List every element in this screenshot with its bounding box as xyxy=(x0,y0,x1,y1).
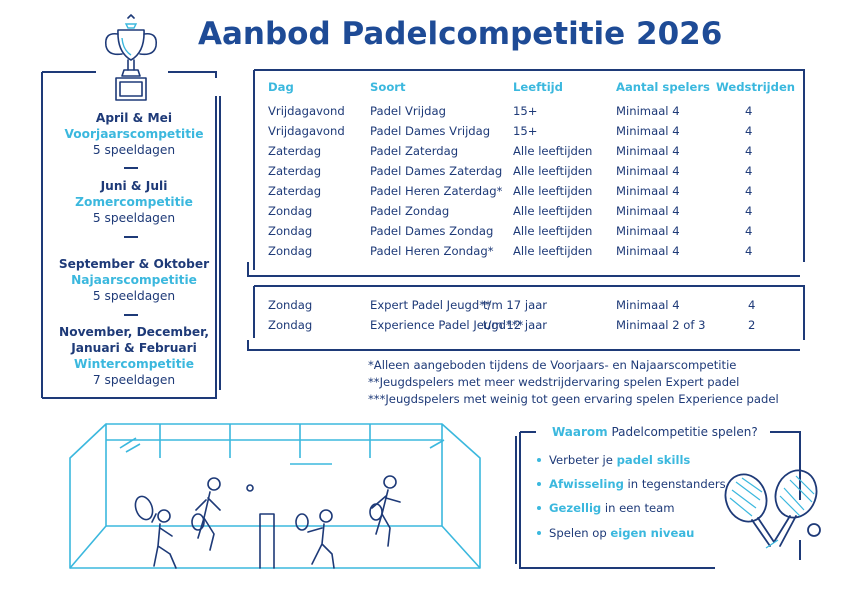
trophy-icon xyxy=(104,14,158,101)
table-cell: Minimaal 4 xyxy=(616,144,680,158)
season-autumn: September & Oktober Najaarscompetitie 5 … xyxy=(48,256,220,304)
why-item: Gezellig in een team xyxy=(537,501,675,515)
table-cell: Zondag xyxy=(268,204,313,218)
season-period: April & Mei xyxy=(95,111,173,125)
table-cell: Alle leeftijden xyxy=(513,164,593,178)
season-days: 5 speeldagen xyxy=(92,143,176,157)
youth-table-cell: 4 xyxy=(748,298,756,312)
bullet-icon xyxy=(537,530,541,535)
table-cell: Padel Heren Zaterdag* xyxy=(370,184,503,198)
table-cell: 4 xyxy=(745,104,753,118)
youth-table-cell: Minimaal 4 xyxy=(616,298,680,312)
season-days: 7 speeldagen xyxy=(92,373,176,387)
padel-rackets-icon xyxy=(724,469,821,549)
season-spring: April & Mei Voorjaarscompetitie 5 speeld… xyxy=(48,110,220,158)
youth-table-cell: 2 xyxy=(748,318,756,332)
season-summer: Juni & Juli Zomercompetitie 5 speeldagen xyxy=(48,178,220,226)
header-soort: Soort xyxy=(370,80,406,94)
youth-table-cell: Zondag xyxy=(268,298,313,312)
why-item: Spelen op eigen niveau xyxy=(537,526,694,540)
table-cell: Zaterdag xyxy=(268,144,322,158)
why-item: Afwisseling in tegenstanders xyxy=(537,477,726,491)
season-name: Zomercompetitie xyxy=(75,195,193,209)
table-cell: Zaterdag xyxy=(268,184,322,198)
table-cell: 15+ xyxy=(513,104,538,118)
table-cell: Padel Vrijdag xyxy=(370,104,446,118)
table-cell: Padel Dames Zaterdag xyxy=(370,164,503,178)
table-cell: Padel Heren Zondag* xyxy=(370,244,494,258)
season-name: Najaarscompetitie xyxy=(71,273,197,287)
table-cell: Minimaal 4 xyxy=(616,204,680,218)
divider xyxy=(124,314,138,316)
season-winter: November, December, Januari & Februari W… xyxy=(48,324,220,388)
table-cell: Minimaal 4 xyxy=(616,164,680,178)
table-cell: Alle leeftijden xyxy=(513,224,593,238)
table-cell: Alle leeftijden xyxy=(513,184,593,198)
table-cell: Vrijdagavond xyxy=(268,104,345,118)
table-cell: Zondag xyxy=(268,244,313,258)
table-cell: 4 xyxy=(745,244,753,258)
table-cell: Minimaal 4 xyxy=(616,244,680,258)
youth-table-cell: Experience Padel Jeugd*** xyxy=(370,318,524,332)
table-cell: Alle leeftijden xyxy=(513,144,593,158)
bullet-icon xyxy=(537,481,541,486)
season-name: Wintercompetitie xyxy=(74,357,194,371)
header-leeftijd: Leeftijd xyxy=(513,80,563,94)
season-days: 5 speeldagen xyxy=(92,289,176,303)
table-cell: Minimaal 4 xyxy=(616,124,680,138)
table-cell: 4 xyxy=(745,164,753,178)
table-cell: Padel Dames Vrijdag xyxy=(370,124,491,138)
table-cell: Zondag xyxy=(268,224,313,238)
table-cell: 4 xyxy=(745,144,753,158)
table-cell: Alle leeftijden xyxy=(513,204,593,218)
table-cell: Alle leeftijden xyxy=(513,244,593,258)
table-cell: Padel Zaterdag xyxy=(370,144,459,158)
footnote: **Jeugdspelers met meer wedstrijdervarin… xyxy=(368,375,740,389)
divider xyxy=(124,167,138,169)
season-period: November, December, xyxy=(59,325,209,339)
page-title: Aanbod Padelcompetitie 2026 xyxy=(198,16,723,52)
table-cell: Minimaal 4 xyxy=(616,224,680,238)
header-dag: Dag xyxy=(268,80,294,94)
table-cell: 4 xyxy=(745,124,753,138)
season-days: 5 speeldagen xyxy=(92,211,176,225)
youth-table-cell: Zondag xyxy=(268,318,313,332)
footnote: ***Jeugdspelers met weinig tot geen erva… xyxy=(368,392,779,406)
table-cell: 4 xyxy=(745,184,753,198)
table-cell: Padel Dames Zondag xyxy=(370,224,494,238)
season-period: Juni & Juli xyxy=(100,179,168,193)
youth-table-cell: t/m 12 jaar xyxy=(483,318,548,332)
why-title-rest: Padelcompetitie spelen? xyxy=(607,425,758,439)
season-name: Voorjaarscompetitie xyxy=(64,127,204,141)
table-cell: Minimaal 4 xyxy=(616,184,680,198)
table-cell: Vrijdagavond xyxy=(268,124,345,138)
why-title: Waarom Padelcompetitie spelen? xyxy=(552,425,758,439)
youth-table-cell: t/m 17 jaar xyxy=(483,298,548,312)
season-period: Januari & Februari xyxy=(71,341,197,355)
table-cell: 4 xyxy=(745,224,753,238)
table-cell: Zaterdag xyxy=(268,164,322,178)
table-cell: 4 xyxy=(745,204,753,218)
table-cell: Minimaal 4 xyxy=(616,104,680,118)
why-title-highlight: Waarom xyxy=(552,425,608,439)
youth-table-cell: Minimaal 2 of 3 xyxy=(616,318,706,332)
footnote: *Alleen aangeboden tijdens de Voorjaars-… xyxy=(368,358,737,372)
header-wedstrijden: Wedstrijden xyxy=(716,80,796,94)
bullet-icon xyxy=(537,457,541,462)
table-cell: 15+ xyxy=(513,124,538,138)
table-cell: Padel Zondag xyxy=(370,204,450,218)
youth-table-cell: Expert Padel Jeugd** xyxy=(370,298,491,312)
why-item: Verbeter je padel skills xyxy=(537,453,690,467)
divider xyxy=(124,236,138,238)
padel-court-illustration xyxy=(69,423,481,569)
bullet-icon xyxy=(537,505,541,510)
header-aantal-spelers: Aantal spelers xyxy=(616,80,710,94)
season-period: September & Oktober xyxy=(58,257,210,271)
